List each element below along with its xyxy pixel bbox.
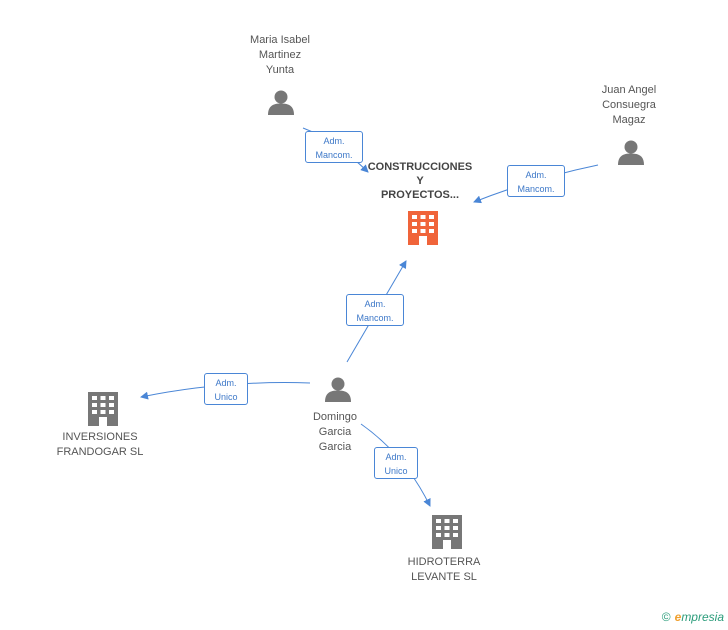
company-inversiones-label[interactable]: INVERSIONES FRANDOGAR SL (56, 431, 144, 458)
hidroterra-building-icon[interactable] (432, 515, 462, 549)
person-maria-icon[interactable] (268, 90, 294, 116)
edge-label-domingo-to-inversiones[interactable]: Adm. Unico (204, 373, 248, 405)
person-juan-icon[interactable] (618, 140, 644, 166)
empresia-logo[interactable]: empresia (674, 610, 724, 624)
edge-label-juan-to-main[interactable]: Adm. Mancom. (507, 165, 565, 197)
main-company-building-icon[interactable] (408, 211, 438, 245)
company-hidroterra-label[interactable]: HIDROTERRA LEVANTE SL (407, 556, 481, 583)
person-domingo-label[interactable]: Domingo Garcia Garcia (312, 411, 358, 453)
edge-label-domingo-to-main[interactable]: Adm. Mancom. (346, 294, 404, 326)
person-domingo-icon[interactable] (325, 377, 351, 403)
copyright-symbol: © (661, 610, 671, 624)
edge-label-maria-to-main[interactable]: Adm. Mancom. (305, 131, 363, 163)
footer-brand: © empresia (662, 610, 724, 624)
person-juan-label[interactable]: Juan Angel Consuegra Magaz (601, 84, 657, 126)
person-maria-label[interactable]: Maria Isabel Martinez Yunta (250, 34, 310, 76)
edge-label-domingo-to-hidroterra[interactable]: Adm. Unico (374, 447, 418, 479)
inversiones-building-icon[interactable] (88, 392, 118, 426)
main-company-label[interactable]: CONSTRUCCIONES Y PROYECTOS... (367, 161, 473, 201)
